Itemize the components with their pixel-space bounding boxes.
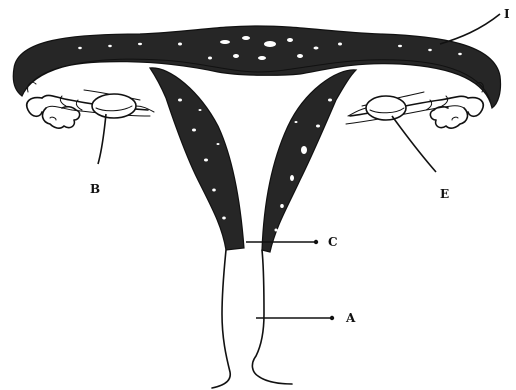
label-e: E [440, 187, 449, 201]
right-ovary [348, 96, 406, 120]
leader-dot-a [330, 316, 334, 320]
left-uterine-wall [150, 68, 244, 250]
label-c: C [328, 235, 338, 249]
label-b: B [90, 182, 100, 196]
cervix-and-vagina [212, 250, 292, 388]
left-fimbriae [27, 82, 80, 128]
left-ovary [92, 94, 154, 118]
label-i: I [504, 7, 510, 21]
leader-line-i [440, 14, 500, 44]
uterine-fundus [13, 26, 500, 108]
leader-dot-c [314, 240, 318, 244]
right-uterine-wall [262, 70, 356, 252]
leader-line-b [98, 114, 106, 164]
label-a: A [345, 311, 356, 325]
leader-line-e [392, 116, 436, 172]
